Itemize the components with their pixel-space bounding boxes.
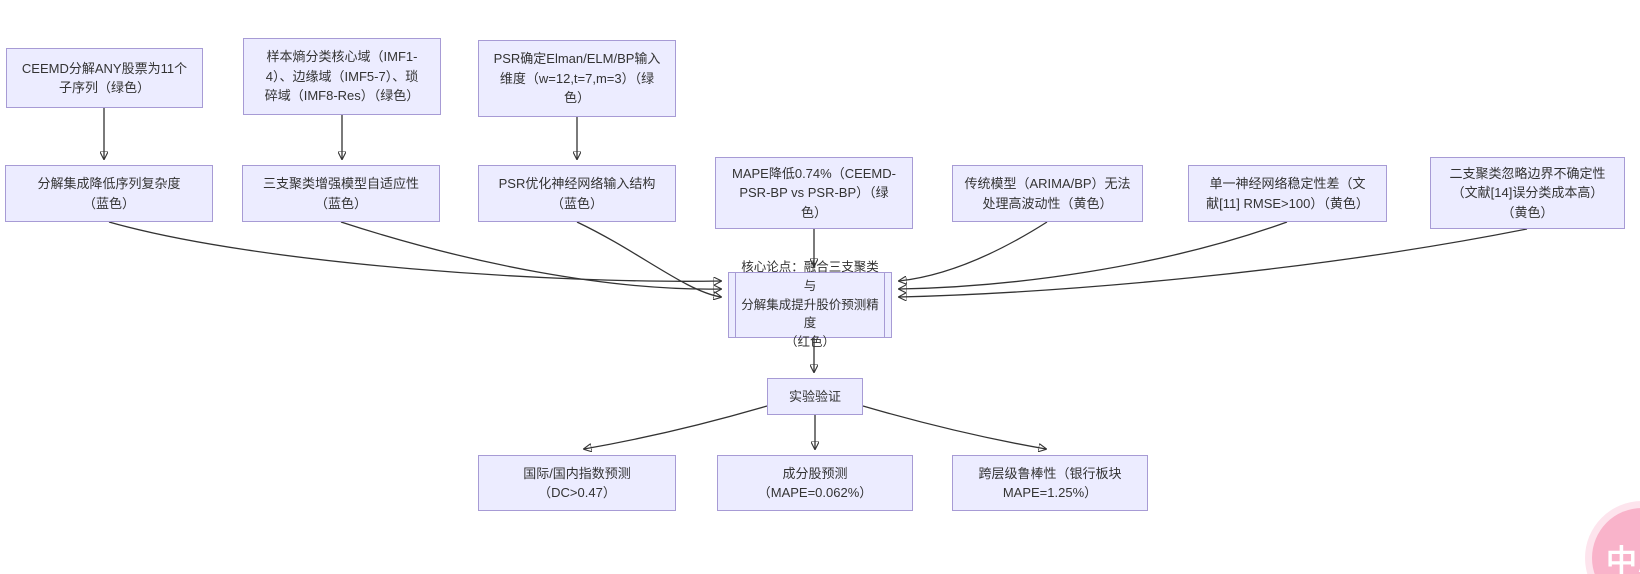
node-decomposition-reduces-complexity: 分解集成降低序列复杂度 （蓝色）: [5, 165, 213, 222]
node-psr-optimizes-input: PSR优化神经网络输入结构 （蓝色）: [478, 165, 676, 222]
node-label: 二支聚类忽略边界不确定性 （文献[14]误分类成本高） （黄色）: [1449, 165, 1606, 220]
edge-exp-n11: [584, 405, 768, 449]
node-psr-input-dimension: PSR确定Elman/ELM/BP输入 维度（w=12,t=7,m=3）（绿 色…: [478, 40, 676, 117]
edge-n10-core: [899, 228, 1528, 297]
node-mape-reduction: MAPE降低0.74%（CEEMD- PSR-BP vs PSR-BP）（绿 色…: [715, 157, 913, 229]
node-label: 实验验证: [788, 388, 841, 404]
node-label: 跨层级鲁棒性（银行板块 MAPE=1.25%）: [978, 465, 1122, 501]
translate-plugin-label: 中A: [1606, 543, 1640, 574]
node-core-thesis: 核心论点：融合三支聚类与 分解集成提升股价预测精度 （红色）: [728, 260, 892, 349]
edge-n8-core: [899, 221, 1048, 281]
node-two-way-clustering-limits: 二支聚类忽略边界不确定性 （文献[14]误分类成本高） （黄色）: [1430, 157, 1625, 229]
node-constituent-stock-prediction: 成分股预测 （MAPE=0.062%）: [717, 455, 913, 511]
edge-n5-core: [340, 221, 721, 289]
node-three-way-clustering-adaptivity: 三支聚类增强模型自适应性 （蓝色）: [242, 165, 440, 222]
node-experiment-validation: 实验验证: [767, 378, 863, 415]
node-traditional-model-limits: 传统模型（ARIMA/BP）无法 处理高波动性（黄色）: [952, 165, 1143, 222]
edge-n6-core: [576, 221, 721, 297]
node-label: PSR优化神经网络输入结构 （蓝色）: [498, 176, 656, 211]
node-single-nn-instability: 单一神经网络稳定性差（文 献[11] RMSE>100）（黄色）: [1188, 165, 1387, 222]
node-sample-entropy-domains: 样本熵分类核心域（IMF1- 4）、边缘域（IMF5-7）、琐 碎域（IMF8-…: [243, 38, 441, 115]
translate-plugin-button[interactable]: 中A: [1592, 508, 1640, 574]
node-label: 传统模型（ARIMA/BP）无法 处理高波动性（黄色）: [964, 176, 1131, 211]
node-label: CEEMD分解ANY股票为11个 子序列（绿色）: [21, 60, 188, 96]
node-label: MAPE降低0.74%（CEEMD- PSR-BP vs PSR-BP）（绿 色…: [732, 165, 896, 220]
node-label: PSR确定Elman/ELM/BP输入 维度（w=12,t=7,m=3）（绿 色…: [493, 51, 661, 106]
node-cross-level-robustness: 跨层级鲁棒性（银行板块 MAPE=1.25%）: [952, 455, 1148, 511]
node-label: 单一神经网络稳定性差（文 献[11] RMSE>100）（黄色）: [1206, 176, 1369, 211]
node-label: 成分股预测 （MAPE=0.062%）: [757, 465, 873, 501]
node-label: 国际/国内指数预测 （DC>0.47）: [523, 465, 631, 501]
edge-n4-core: [108, 221, 721, 281]
node-label: 样本熵分类核心域（IMF1- 4）、边缘域（IMF5-7）、琐 碎域（IMF8-…: [264, 49, 420, 104]
node-index-prediction: 国际/国内指数预测 （DC>0.47）: [478, 455, 676, 511]
node-label: 核心论点：融合三支聚类与 分解集成提升股价预测精度 （红色）: [741, 260, 879, 350]
node-label: 分解集成降低序列复杂度 （蓝色）: [37, 176, 181, 211]
edge-n9-core: [899, 221, 1288, 289]
node-label: 三支聚类增强模型自适应性 （蓝色）: [262, 176, 419, 211]
core-thesis-inner: 核心论点：融合三支聚类与 分解集成提升股价预测精度 （红色）: [735, 260, 885, 349]
node-ceemd-decompose: CEEMD分解ANY股票为11个 子序列（绿色）: [6, 48, 203, 108]
edge-exp-n13: [862, 405, 1046, 449]
